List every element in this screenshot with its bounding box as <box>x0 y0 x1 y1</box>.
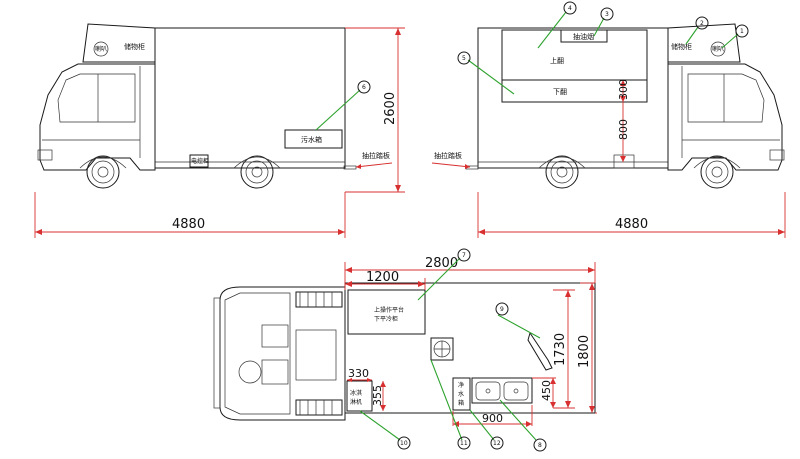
lower-fridge-label: 下平冷柜 <box>374 315 398 323</box>
elec-box <box>189 154 209 168</box>
hood-box <box>560 29 608 43</box>
callout-3 <box>600 7 614 21</box>
plan-seat-passenger <box>261 324 289 348</box>
callout-6-num: 6 <box>362 84 366 91</box>
callout-9-num: 9 <box>500 306 504 313</box>
left-horn-label: 喇叭 <box>95 45 107 53</box>
elec-box-label: 电控柜 <box>191 157 209 165</box>
callout-5 <box>457 51 471 65</box>
left-box-body <box>154 27 346 169</box>
lower-flap-window <box>501 79 648 103</box>
callout-4 <box>563 1 577 15</box>
rear-door <box>613 154 635 169</box>
callout-1 <box>735 24 749 38</box>
callout-7 <box>457 248 471 262</box>
water-tank-label-1: 净 <box>458 381 464 389</box>
plan-cab-outline <box>219 286 346 421</box>
left-cab-outline <box>39 63 156 171</box>
right-horn-label: 喇叭 <box>712 45 724 53</box>
right-front-wheel <box>700 155 734 189</box>
upper-window-dim-label: 300 <box>617 79 630 100</box>
inner-width-dim-label: 1730 <box>553 333 568 366</box>
plan-wheel-bottom <box>295 399 343 416</box>
ice-cream-label-1: 冰淇 <box>350 389 362 397</box>
outer-width-dim-label: 1800 <box>577 335 592 368</box>
sewage-tank-label: 污水箱 <box>301 135 322 144</box>
upper-platform-box <box>347 289 426 335</box>
sink-right <box>503 381 529 401</box>
sink-width-dim-label: 900 <box>482 412 503 425</box>
fan-box <box>430 337 454 361</box>
left-storage-cab-outline <box>82 23 156 63</box>
left-storage-cab-label: 储物柜 <box>124 42 145 51</box>
right-storage-cab-label: 储物柜 <box>671 42 692 51</box>
top-length-dim-label: 2800 <box>425 256 458 271</box>
right-storage-cab-outline <box>667 23 741 63</box>
callout-1-num: 1 <box>740 28 744 35</box>
right-box-body <box>477 27 669 169</box>
height-dim-label: 2600 <box>383 92 398 125</box>
left-horn-icon <box>93 41 109 57</box>
callout-12 <box>490 436 504 450</box>
left-pedal-arrow <box>355 162 393 168</box>
top-platform-dim-label: 1200 <box>366 270 399 285</box>
lower-flap-label: 下翻 <box>553 87 567 96</box>
water-tank-box <box>452 377 471 411</box>
callout-11 <box>457 436 471 450</box>
callout-3-num: 3 <box>605 11 609 18</box>
callout-12-num: 12 <box>493 440 501 447</box>
right-pedal-label: 抽拉踏板 <box>434 151 462 160</box>
top-plan-view: 上操作平台 下平冷柜 净 水 箱 冰淇 淋机 2800 1200 <box>213 248 597 452</box>
callout-10 <box>397 436 411 450</box>
ice-cream-box <box>346 380 373 412</box>
callout-6 <box>357 80 371 94</box>
callout-2 <box>695 16 709 30</box>
callout-7-num: 7 <box>462 252 466 259</box>
upper-flap-label: 上翻 <box>550 56 564 65</box>
corner-a-dim-label: 330 <box>348 367 369 380</box>
right-rear-wheel <box>545 155 579 189</box>
hood-label: 抽油烟 <box>573 32 594 41</box>
callout-11-num: 11 <box>460 440 468 447</box>
ice-cream-label-2: 淋机 <box>350 398 362 406</box>
sink-depth-dim-label: 450 <box>540 380 553 401</box>
callout-10-num: 10 <box>400 440 408 447</box>
left-length-dim-label: 4880 <box>172 217 205 232</box>
upper-platform-label: 上操作平台 <box>374 306 404 314</box>
plan-wheel-top <box>295 291 343 308</box>
sewage-tank-box <box>284 129 343 149</box>
plan-steering-wheel <box>238 360 262 384</box>
callout-8-num: 8 <box>538 442 542 449</box>
right-side-view: 抽油烟 上翻 下翻 喇叭 储物柜 抽拉踏板 300 80 <box>431 1 786 238</box>
plan-seat-driver <box>261 359 289 385</box>
plan-box-outline <box>344 282 596 414</box>
callout-9 <box>495 302 509 316</box>
callout-2-num: 2 <box>700 20 704 27</box>
callout-5-num: 5 <box>462 55 466 62</box>
left-front-wheel <box>86 155 120 189</box>
left-rear-wheel <box>240 155 274 189</box>
water-tank-label-2: 水 <box>458 390 464 398</box>
right-horn-icon <box>710 41 726 57</box>
corner-b-dim-label: 355 <box>371 385 384 406</box>
callout-8 <box>533 438 547 452</box>
right-length-dim-label: 4880 <box>615 217 648 232</box>
left-pedal-label: 抽拉踏板 <box>362 151 390 160</box>
right-cab-outline <box>667 63 783 171</box>
counter-height-dim-label: 800 <box>617 119 630 140</box>
callout-4-num: 4 <box>568 5 572 12</box>
water-tank-label-3: 箱 <box>458 399 464 407</box>
door-swing <box>527 331 553 371</box>
left-side-view: 喇叭 储物柜 污水箱 电控柜 抽拉踏板 2600 4880 <box>34 23 405 238</box>
sink-left <box>475 381 501 401</box>
